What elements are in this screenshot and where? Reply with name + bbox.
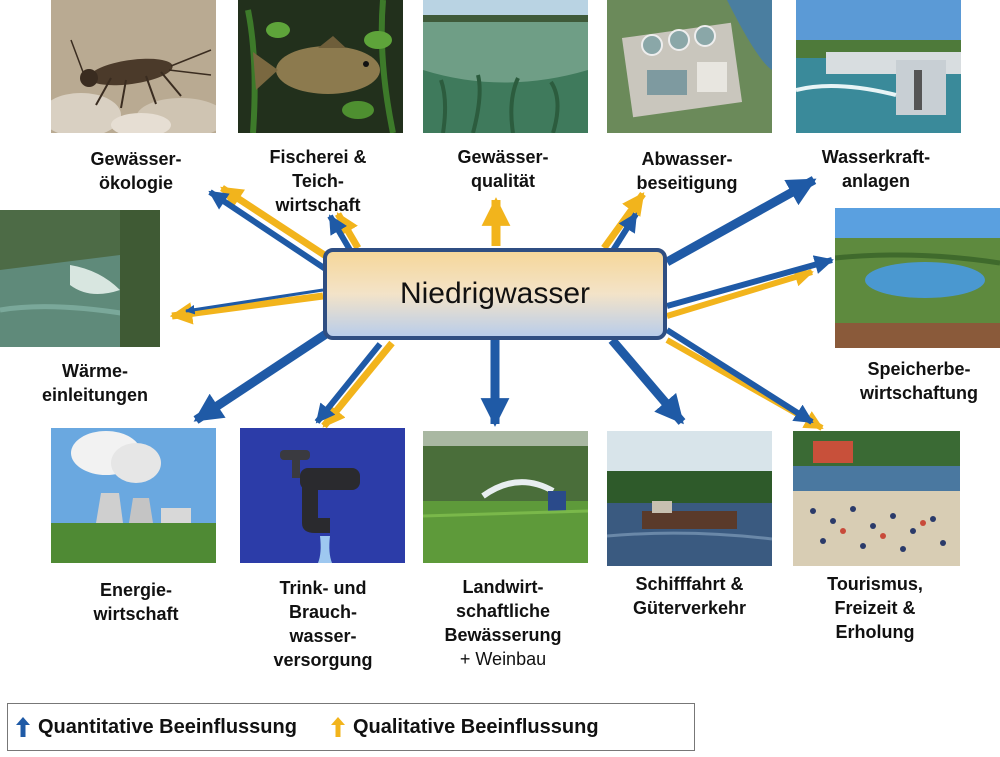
label-schifffahrt: Schifffahrt & Güterverkehr bbox=[632, 574, 747, 618]
photo-abwasser bbox=[607, 0, 772, 133]
water-tap-icon bbox=[240, 428, 405, 563]
underwater-plants-icon bbox=[423, 0, 588, 133]
center-box: Niedrigwasser bbox=[323, 248, 667, 340]
arrow-quant-tourismus bbox=[665, 327, 814, 425]
label-gewaesseroekologie: Gewässer- ökologie bbox=[90, 149, 182, 193]
reservoir-lake-icon bbox=[835, 208, 1000, 348]
blue-arrow-up-icon bbox=[16, 717, 30, 737]
hydropower-dam-icon bbox=[796, 0, 961, 133]
photo-wasserkraft bbox=[796, 0, 961, 133]
legend-label-qualitative: Qualitative Beeinflussung bbox=[352, 715, 599, 738]
arrow-qual-speicher bbox=[666, 267, 814, 319]
label-energie: Energie- wirtschaft bbox=[93, 580, 179, 624]
river-weir-icon bbox=[0, 210, 160, 347]
arrow-quant-speicher bbox=[666, 255, 834, 309]
legend-item-quantitative: Quantitative Beeinflussung bbox=[16, 716, 297, 739]
label-fischerei: Fischerei & Teich- wirtschaft bbox=[269, 147, 367, 215]
photo-tourismus bbox=[793, 431, 960, 566]
cooling-tower-icon bbox=[51, 428, 216, 563]
legend: Quantitative Beeinflussung Qualitative B… bbox=[7, 703, 695, 751]
photo-waerme bbox=[0, 210, 160, 347]
photo-gewaesserqualitaet bbox=[423, 0, 588, 133]
label-abwasser: Abwasser- beseitigung bbox=[636, 149, 738, 193]
arrow-qual-waerme bbox=[169, 292, 324, 325]
arrow-qual-trinkwasser bbox=[321, 340, 395, 429]
label-landwirtschaft: Landwirt- schaftliche Bewässerung + Wein… bbox=[444, 577, 562, 669]
photo-landwirtschaft bbox=[423, 431, 588, 563]
photo-gewaesseroekologie bbox=[51, 0, 216, 133]
arrow-quant-abwasser bbox=[609, 212, 639, 254]
label-gewaesserqualitaet: Gewässer- qualität bbox=[457, 147, 549, 191]
label-speicher: Speicherbe- wirtschaftung bbox=[859, 359, 978, 403]
yellow-arrow-up-icon bbox=[330, 717, 345, 737]
label-waerme: Wärme- einleitungen bbox=[41, 361, 148, 405]
photo-speicher bbox=[835, 208, 1000, 348]
arrow-quant-wasserkraft bbox=[664, 176, 817, 266]
arrow-quant-energie bbox=[193, 330, 329, 424]
beach-crowd-icon bbox=[793, 431, 960, 566]
center-label: Niedrigwasser bbox=[399, 277, 591, 310]
legend-label-quantitative: Quantitative Beeinflussung bbox=[38, 715, 297, 738]
label-trinkwasser: Trink- und Brauch- wasser- versorgung bbox=[273, 578, 373, 670]
photo-schifffahrt bbox=[607, 431, 772, 566]
arrow-qual-abwasser bbox=[601, 191, 646, 251]
arrow-quant-waerme bbox=[185, 288, 324, 315]
label-wasserkraft: Wasserkraft- anlagen bbox=[821, 147, 931, 191]
legend-item-qualitative: Qualitative Beeinflussung bbox=[330, 715, 599, 739]
arrow-quant-trinkwasser bbox=[314, 342, 383, 424]
carp-fish-icon bbox=[238, 0, 403, 133]
arrow-quant-fischerei bbox=[327, 214, 353, 252]
photo-trinkwasser bbox=[240, 428, 405, 563]
insect-larva-icon bbox=[51, 0, 216, 133]
arrow-quant-gewaesseroekologie bbox=[208, 189, 332, 275]
cargo-ship-icon bbox=[607, 431, 772, 566]
field-irrigation-icon bbox=[423, 431, 588, 563]
photo-fischerei bbox=[238, 0, 403, 133]
arrow-quant-schifffahrt bbox=[608, 337, 686, 425]
sewage-plant-icon bbox=[607, 0, 772, 133]
photo-energie bbox=[51, 428, 216, 563]
label-tourismus: Tourismus, Freizeit & Erholung bbox=[827, 574, 923, 642]
arrow-qual-gewaesseroekologie bbox=[220, 185, 337, 265]
